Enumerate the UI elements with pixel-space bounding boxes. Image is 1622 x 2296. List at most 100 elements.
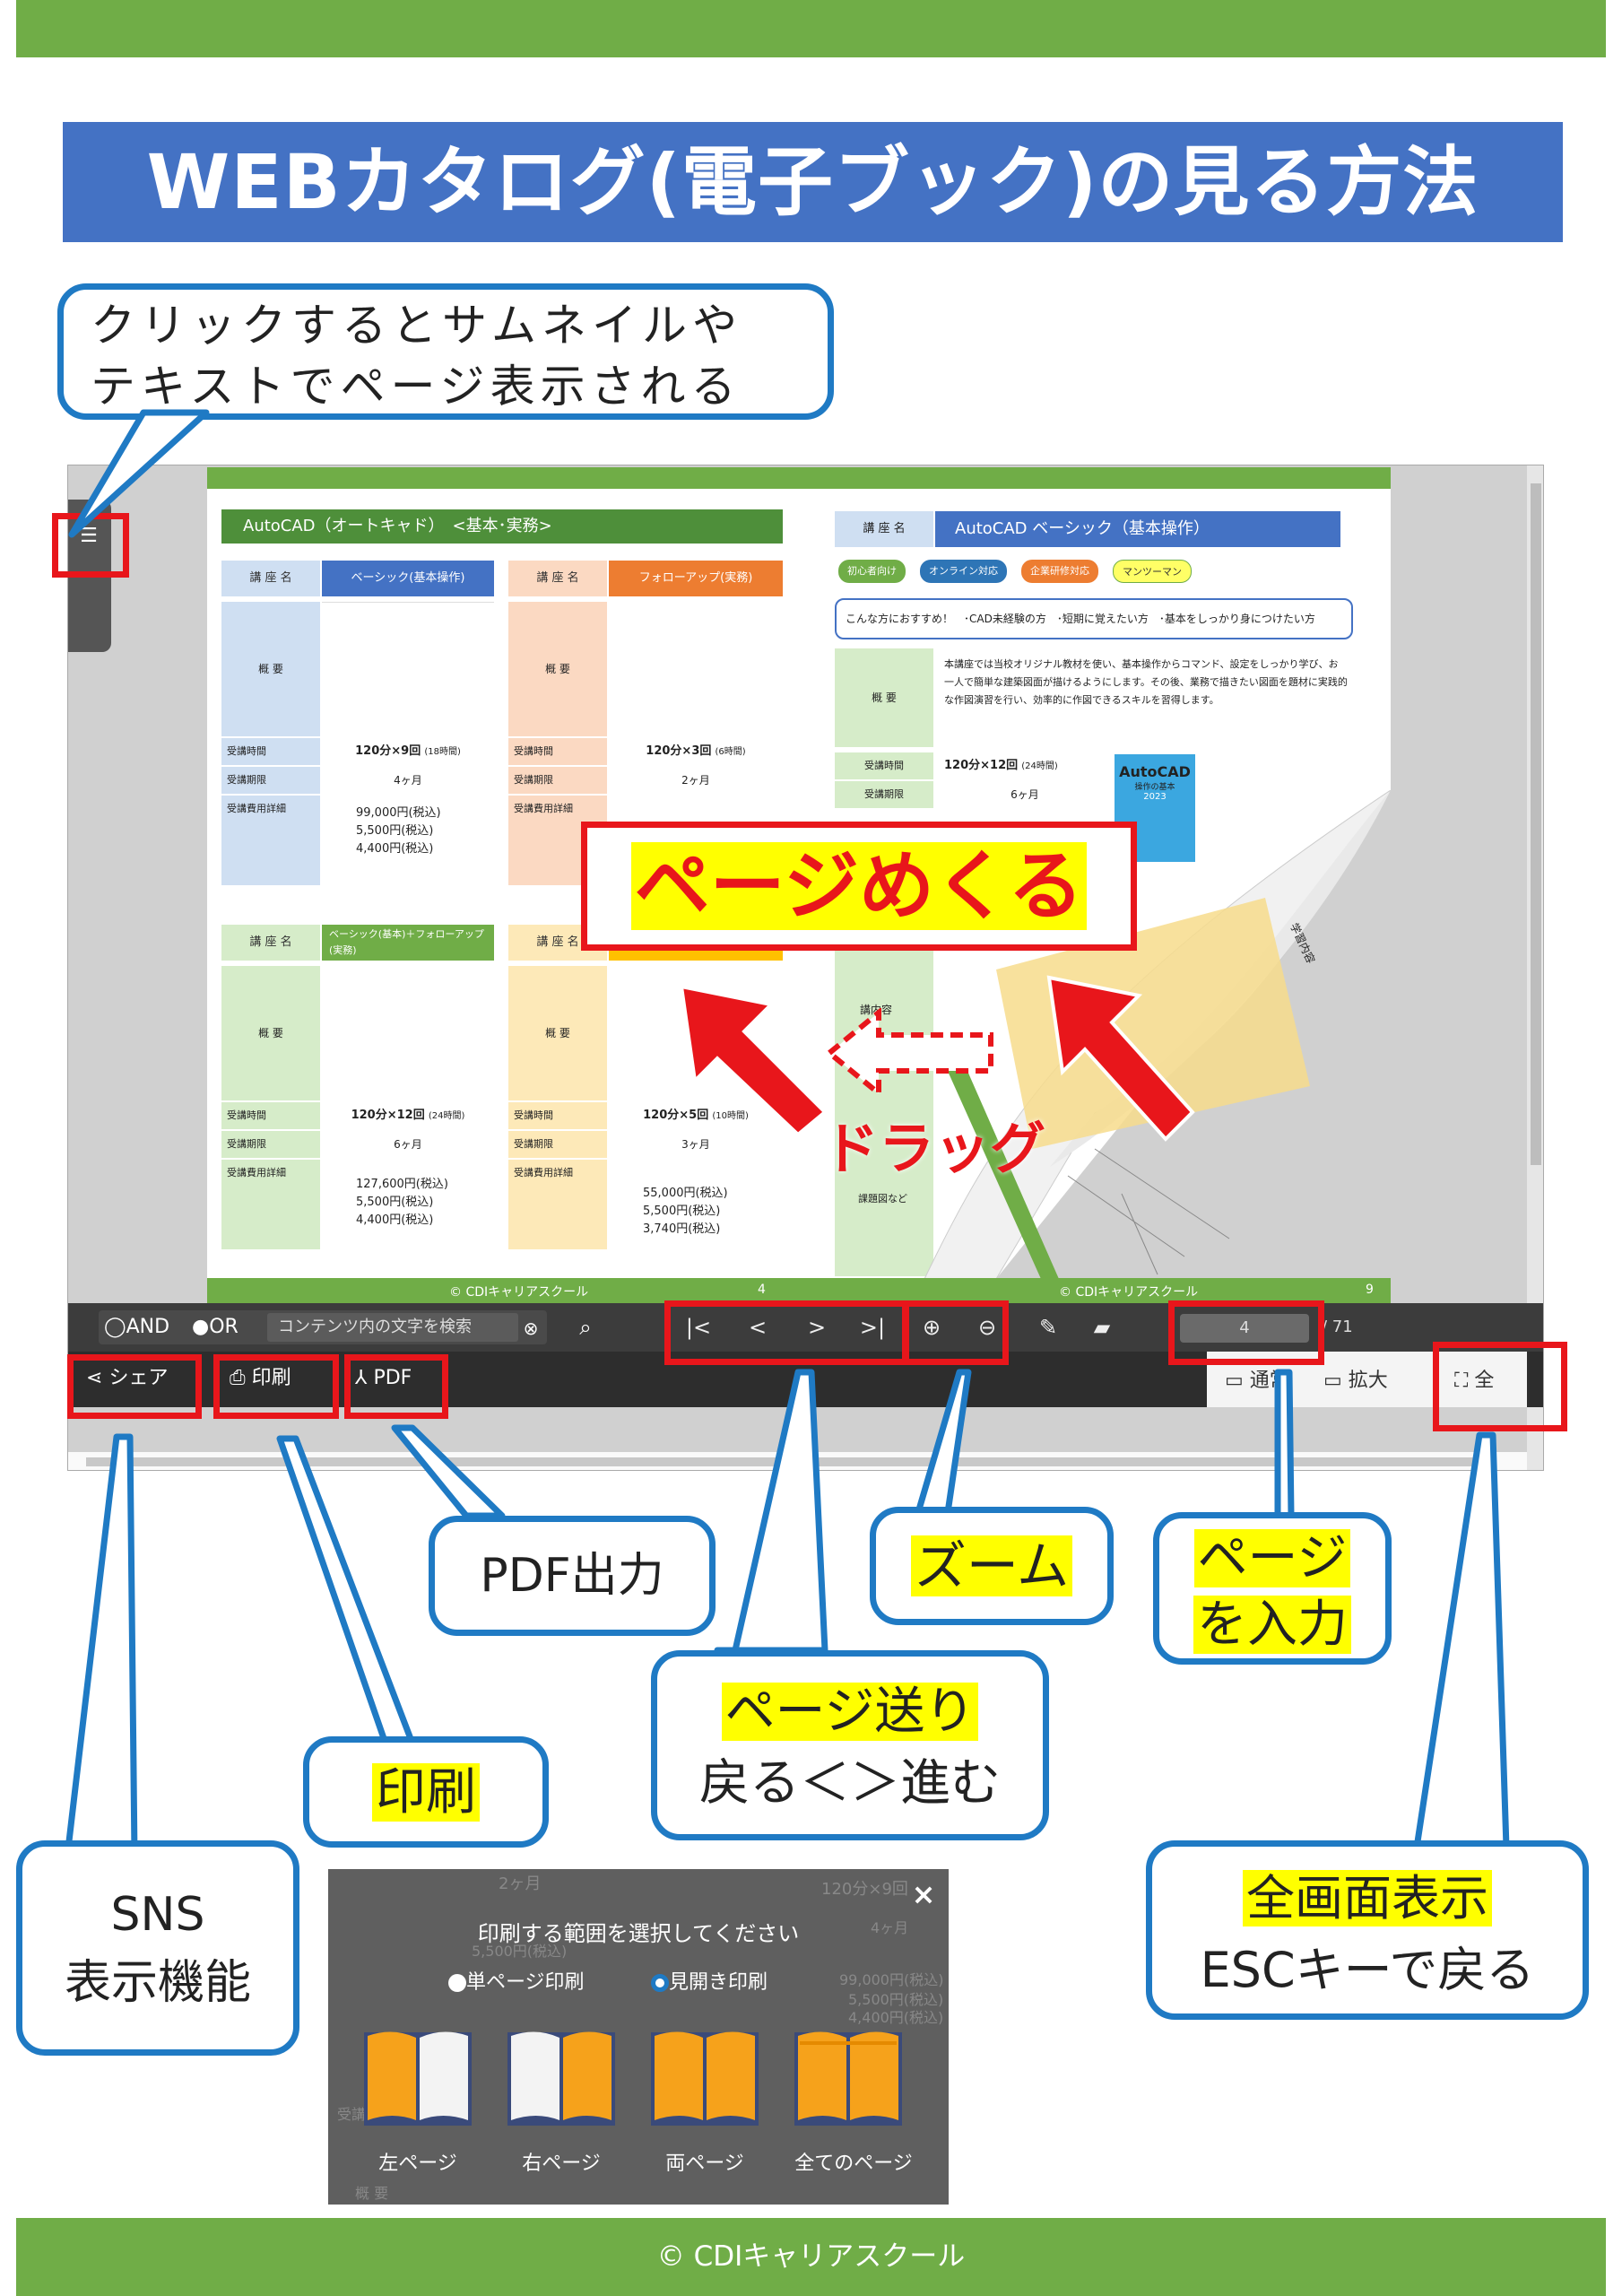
callout-page-nav-line1: ページ送り [721,1683,979,1741]
radio-icon: ● [192,1316,210,1338]
callout-page-nav-line2: 戻る＜＞進む [699,1754,1001,1813]
print-option-label: 左ページ [378,2152,457,2175]
callout-page-nav: ページ送り 戻る＜＞進む [651,1650,1049,1840]
tag-list: 初心者向け オンライン対応 企業研修対応 マンツーマン [838,560,1340,583]
course-name: フォローアップ(実務) [609,561,783,596]
fee-values: 99,000円(税込) 5,500円(税込) 4,400円(税込) [356,804,441,858]
print-option-label: 全てのページ [794,2152,913,2175]
book-both-icon [651,2031,759,2126]
time-note: (10時間) [712,1111,749,1121]
prev-page-button[interactable]: < [748,1315,768,1340]
course-card-4: 講 座 名 概 要 受講時間 120分×5回 (10時間) 受講期限 3ヶ月 受… [508,925,783,1258]
drag-arrow-icon [825,1008,993,1098]
spread-radio[interactable]: 見開き印刷 [651,1966,768,1995]
recommend-box: こんな方におすすめ！ ･CAD未経験の方 ･短期に覚えたい方 ･基本をしっかり身… [835,598,1353,639]
page-number-input[interactable]: 4 [1180,1314,1309,1343]
sidebar-list-icon[interactable]: ☰ [80,525,98,547]
book-left-icon [364,2031,472,2126]
single-label: 単ページ印刷 [466,1971,585,1994]
entry-fee: 5,500円(税込) [356,1196,434,1209]
last-page-button[interactable]: >| [859,1315,886,1340]
highlight-page-input [1168,1300,1324,1365]
pdf-label: PDF [373,1367,412,1389]
course-name: ベーシック(基本操作) [322,561,494,596]
row-time-label: 受講時間 [221,738,320,765]
fee-values: 127,600円(税込) 5,500円(税込) 4,400円(税込) [356,1176,448,1230]
course-label: 講 座 名 [221,925,320,961]
top-green-bar [16,0,1606,57]
print-option-all[interactable]: 全てのページ [791,2023,916,2185]
book-sub: 操作の基本 [1134,783,1175,792]
right-time-note: (24時間) [1021,761,1058,771]
callout-fullscreen: 全画面表示 ESCキーで戻る [1146,1840,1589,2020]
book-year: 2023 [1143,792,1167,802]
print-option-left[interactable]: 左ページ [360,2023,475,2185]
row-fee-label: 受講費用詳細 [508,1160,607,1249]
share-icon: ⋖ [86,1367,103,1389]
callout-print: 印刷 [303,1736,549,1848]
entry-fee: 5,500円(税込) [643,1205,721,1218]
right-time-text: 120分×12回 [944,759,1019,772]
radio-selected-icon: ◯ [104,1316,126,1338]
tag: マンツーマン [1113,560,1192,583]
search-icon[interactable]: ⌕ [579,1315,592,1340]
share-button[interactable]: ⋖ シェア [77,1357,199,1400]
tag: 初心者向け [838,560,906,583]
pen-icon[interactable]: ✎ [1038,1315,1058,1340]
viewer-toolbar: ◯AND ●OR コンテンツ内の文字を検索 ⊗ ⌕ |< < > >| ⊕ ⊖ … [68,1303,1543,1352]
spread-label: 見開き印刷 [669,1971,768,1994]
or-radio[interactable]: ●OR [192,1315,239,1340]
highlight-share [67,1354,202,1419]
vertical-scrollbar-thumb[interactable] [1531,483,1541,1165]
view-enlarge-button[interactable]: ▭ 拡大 [1323,1364,1388,1393]
print-button[interactable]: ⎙ 印刷 [221,1357,328,1400]
fullscreen-button[interactable]: ⛶ 全 [1454,1364,1494,1393]
eraser-icon[interactable]: ▰ [1093,1315,1111,1340]
course-name: ベーシック(基本)＋フォローアップ(実務) [322,925,494,961]
zoom-out-icon[interactable]: ⊖ [977,1315,997,1340]
dialog-bg-text: 4,400円(税込) [848,2009,944,2026]
left-page-header: AutoCAD（オートキャド） <基本･実務> [221,509,783,544]
callout-print-text: 印刷 [372,1763,480,1822]
row-time-label: 受講時間 [508,738,607,765]
material-fee: 4,400円(税込) [356,842,434,856]
material-fee: 4,400円(税込) [356,1213,434,1227]
fullscreen-icon: ⛶ [1454,1370,1469,1392]
print-option-both[interactable]: 両ページ [647,2023,762,2185]
time-text: 120分×9回 [355,744,421,758]
page-number-value: 4 [1239,1318,1250,1337]
print-dialog-title: 印刷する範囲を選択してください [477,1921,800,1946]
callout-pdf-text: PDF出力 [480,1549,664,1603]
close-icon[interactable]: × [911,1877,936,1911]
fee: 99,000円(税込) [356,806,441,820]
search-placeholder: コンテンツ内の文字を検索 [278,1318,472,1336]
clear-search-icon[interactable]: ⊗ [523,1318,539,1339]
print-option-right[interactable]: 右ページ [504,2023,619,2185]
dialog-bg-text: 99,000円(税込) [839,1971,944,1988]
callout-page-input-line2: を入力 [1193,1596,1351,1654]
page-curl [924,790,1391,1280]
callout-sidebar-line1: クリックするとサムネイルや [91,300,742,352]
course-card-1: 講 座 名 ベーシック(基本操作) 概 要 受講時間 120分×9回 (18時間… [221,561,494,885]
flip-arrow-left-icon [679,984,828,1137]
row-period-label: 受講期限 [221,1131,320,1158]
page-flip-label: ページめくる [630,842,1088,930]
callout-pdf: PDF出力 [429,1516,716,1636]
dialog-bg-text: 120分×9回 [821,1880,908,1899]
print-option-label: 両ページ [665,2152,744,2175]
time-note: (18時間) [424,747,461,757]
page-flip-label-box: ページめくる [581,822,1137,951]
row-period-label: 受講期限 [221,767,320,794]
and-radio[interactable]: ◯AND [104,1315,169,1340]
row-summary-label: 概 要 [221,966,320,1100]
highlight-pdf [344,1354,448,1419]
right-summary-label: 概 要 [835,648,933,747]
first-page-button[interactable]: |< [685,1315,712,1340]
search-input[interactable]: コンテンツ内の文字を検索 [267,1313,518,1342]
zoom-in-icon[interactable]: ⊕ [922,1315,941,1340]
next-page-button[interactable]: > [807,1315,827,1340]
row-fee-label: 受講費用詳細 [221,1160,320,1249]
pdf-button[interactable]: ⅄ PDF [346,1357,436,1400]
single-page-radio[interactable]: 単ページ印刷 [448,1966,585,1995]
callout-fullscreen-line1: 全画面表示 [1243,1870,1492,1926]
